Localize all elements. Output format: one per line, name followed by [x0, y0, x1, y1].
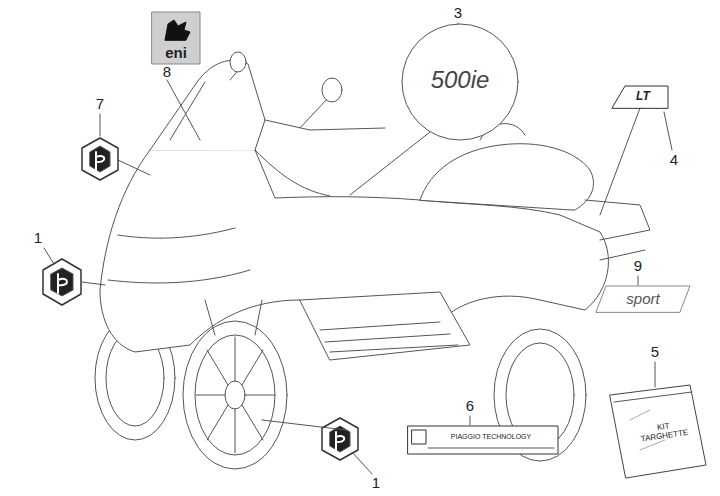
bag-text: KIT TARGHETTE — [636, 420, 692, 445]
callout-number: 4 — [670, 152, 678, 169]
decal-text: 500ie — [431, 67, 490, 93]
decal-text: sport — [626, 291, 659, 308]
callout-number: 1 — [34, 230, 42, 247]
callout-number: 6 — [466, 398, 474, 415]
callout-number: 9 — [634, 258, 642, 275]
callout-number: 7 — [96, 96, 104, 113]
callout-number: 1 — [372, 475, 380, 492]
plate-text: PIAGGIO TECHNOLOGY — [451, 433, 531, 441]
callout-number: 3 — [454, 5, 462, 22]
decal-text: eni — [165, 45, 187, 62]
decal-text: LT — [636, 90, 650, 103]
callout-number: 5 — [651, 344, 659, 361]
callout-number: 8 — [163, 64, 171, 81]
